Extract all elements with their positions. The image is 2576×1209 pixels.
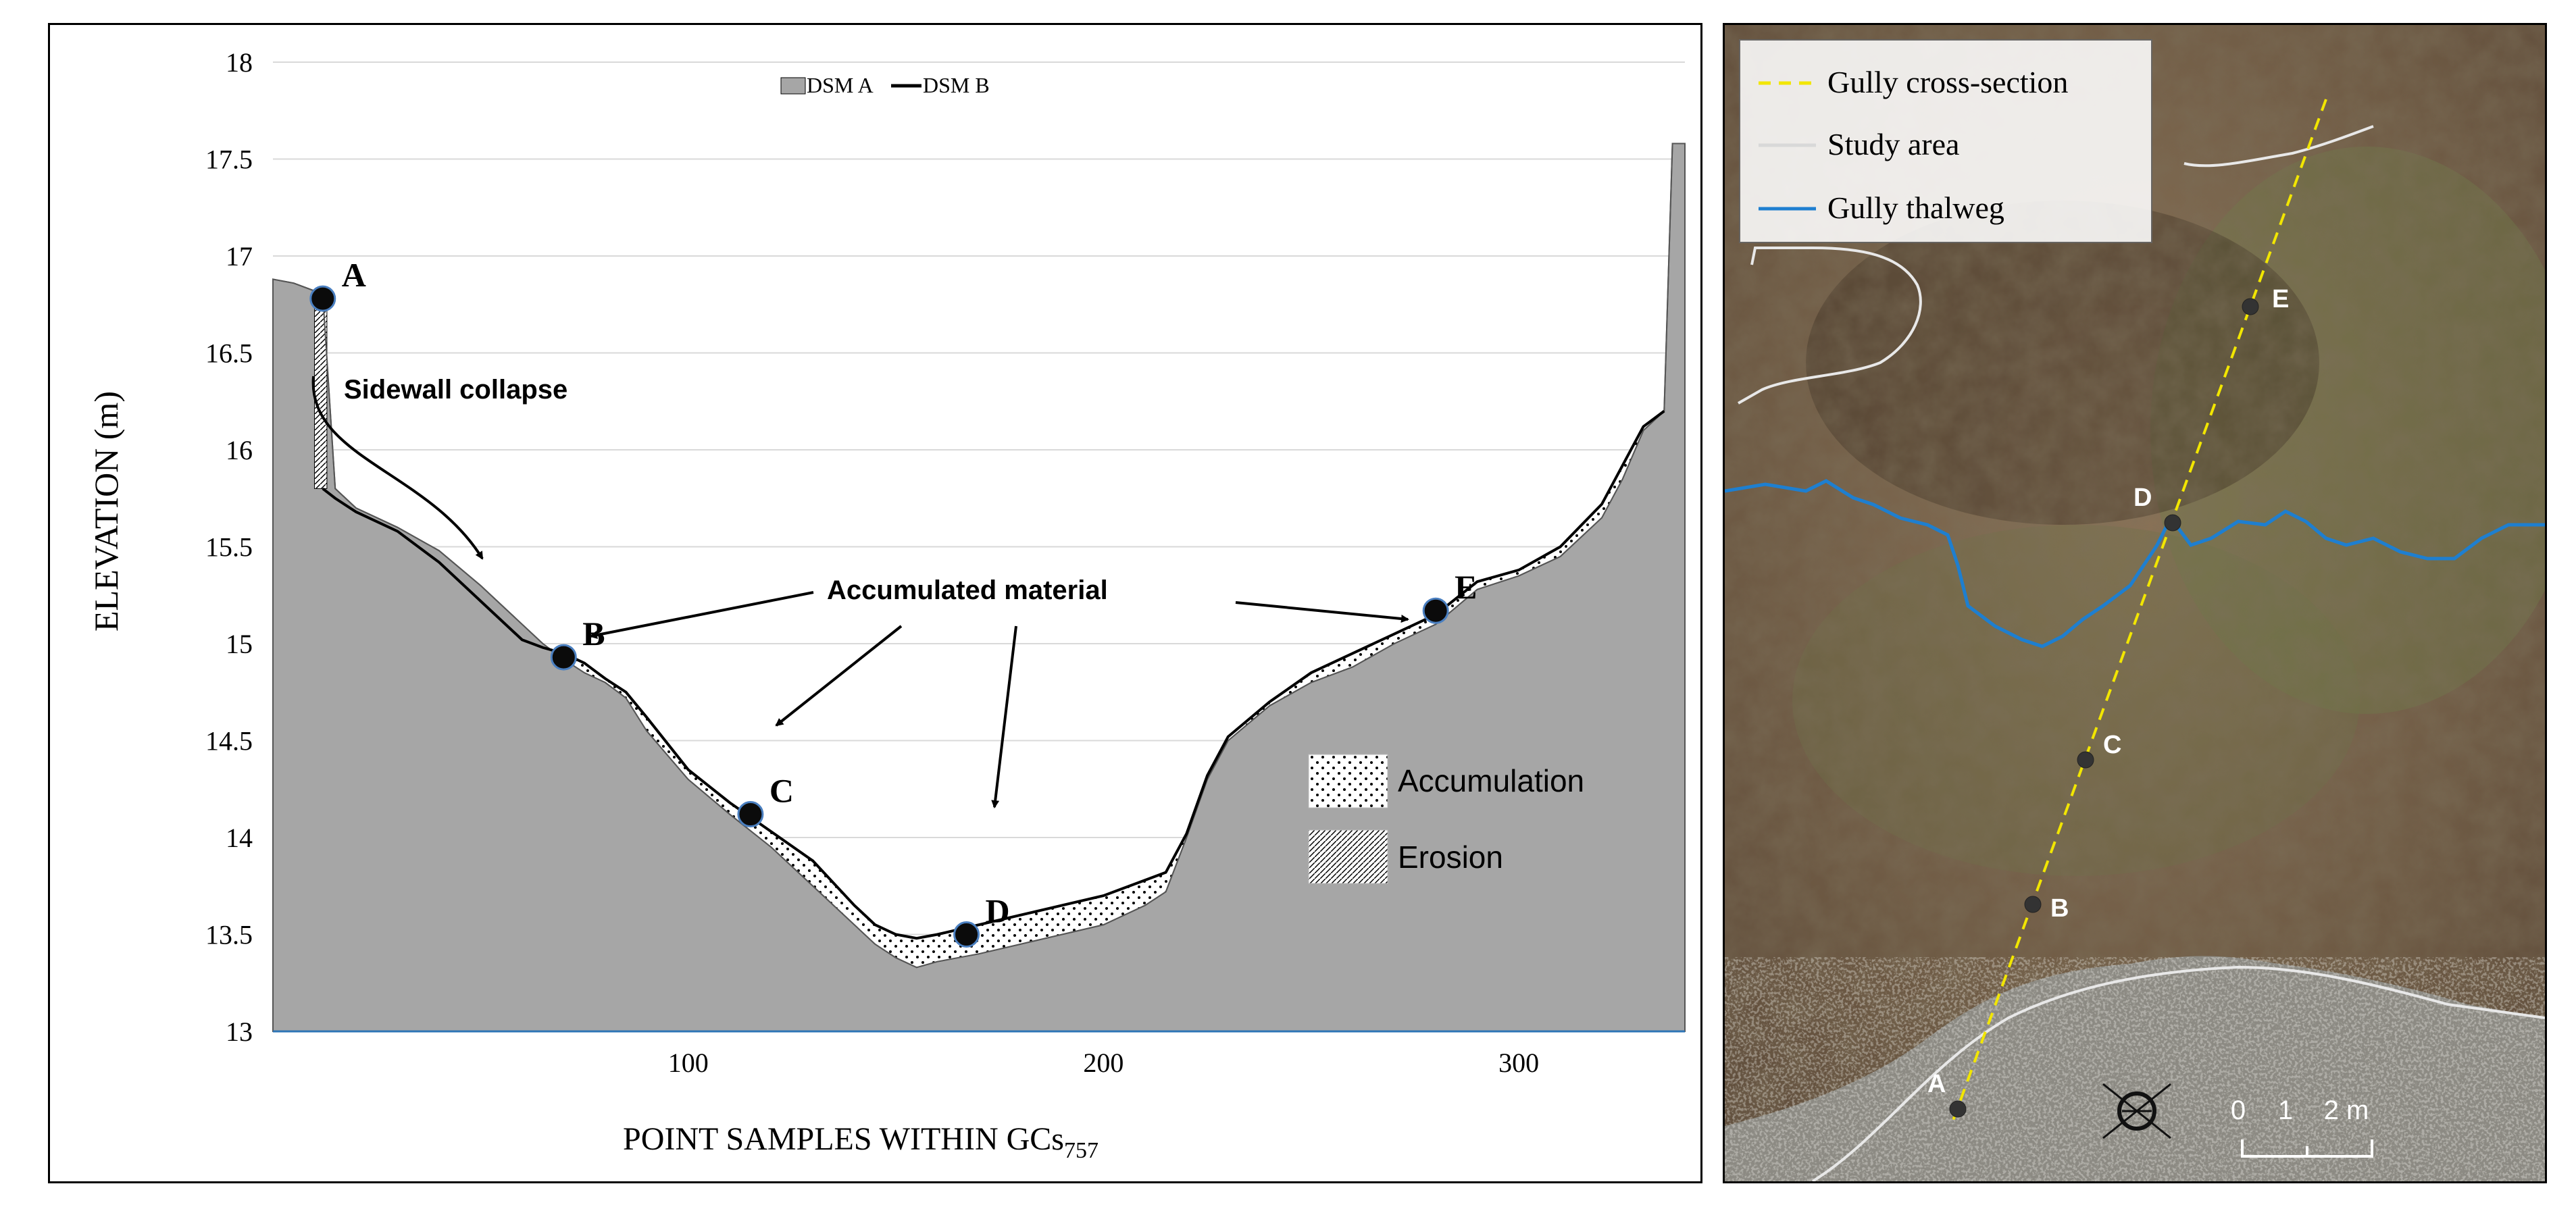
arrow-to-c [775,625,903,727]
sample-point-d [953,921,980,948]
map-point-b-label: B [2050,894,2069,923]
x-tick-label: 100 [668,1048,709,1078]
map-point-e-label: E [2272,285,2289,313]
y-axis-label: ELEVATION (m) [87,391,125,632]
accumulation-label: Accumulation [1398,763,1584,798]
y-tick-label: 14.5 [205,726,253,756]
annotations: Sidewall collapse Accumulated material [311,375,1409,808]
map-point-e [2242,298,2259,315]
sample-point-c [737,801,764,828]
x-axis-ticks: 100 200 300 [668,1048,1539,1078]
x-axis-label: POINT SAMPLES WITHIN GCs757 [623,1121,1098,1163]
thalweg-line [1725,479,2545,648]
sample-point-label-c: C [769,772,794,810]
x-tick-label: 300 [1498,1048,1539,1078]
map-point-d [2164,514,2181,532]
chart-canvas: 13 13.5 14 14.5 15 15.5 16 16.5 17 17.5 18 100 200 3… [87,47,1686,1163]
map-point-a-label: A [1927,1070,1946,1098]
sample-point-label-d: D [986,892,1010,930]
study-area-outline [1811,965,2545,1181]
legend-study-area-label: Study area [1827,127,1959,161]
y-tick-label: 15.5 [205,532,253,563]
y-tick-label: 16 [226,435,253,465]
map-point-b [2024,896,2042,913]
y-tick-label: 14 [226,823,253,853]
sample-point-label-b: B [582,615,605,652]
map-canvas: A B C D E 0 1 2 m Gully cross-section [1725,25,2545,1181]
x-axis-label-subscript: 757 [1064,1138,1098,1163]
map-points: A B C D E [1927,285,2289,1118]
accumulated-material-label: Accumulated material [827,575,1108,605]
scale-label-1: 1 [2278,1096,2293,1125]
sidewall-arrow [311,376,484,560]
sample-point-e [1422,597,1449,624]
arrow-to-b [589,591,814,639]
study-area-outline [1738,247,1922,405]
sample-point-label-e: E [1455,568,1477,606]
y-tick-label: 15 [226,629,253,659]
arrow-to-e [1235,601,1409,623]
map-point-a [1949,1100,1967,1118]
map-legend: Gully cross-section Study area Gully tha… [1739,39,2152,243]
x-tick-label: 200 [1083,1048,1123,1078]
legend-thalweg-label: Gully thalweg [1827,190,2004,225]
y-axis-ticks: 13 13.5 14 14.5 15 15.5 16 16.5 17 17.5 18 [205,47,253,1047]
scale-label-0: 0 [2231,1096,2246,1125]
sample-points: A B C D E [309,256,1478,948]
chart-legend: DSM A DSM B [780,73,990,97]
scale-label-2: 2 m [2324,1096,2369,1125]
orthophoto-map: A B C D E 0 1 2 m Gully cross-section [1723,23,2547,1183]
sample-point-a [309,285,336,312]
sidewall-collapse-label: Sidewall collapse [344,375,567,405]
y-tick-label: 17.5 [205,145,253,175]
y-tick-label: 18 [226,47,253,78]
elevation-profile-chart: 13 13.5 14 14.5 15 15.5 16 16.5 17 17.5 18 100 200 3… [48,23,1702,1183]
study-area-outline [2183,125,2374,168]
legend-cross-section-label: Gully cross-section [1827,65,2068,99]
erosion-label: Erosion [1398,840,1503,875]
y-tick-label: 16.5 [205,338,253,369]
accumulation-swatch [1308,754,1388,808]
scale-bar: 0 1 2 m [2231,1096,2373,1158]
y-tick-label: 17 [226,241,253,272]
legend-dsm-b-label: DSM B [923,73,990,97]
sample-point-label-a: A [342,256,366,294]
legend-dsm-a-swatch [780,77,806,95]
dsm-a-outline [272,143,1686,1032]
map-point-d-label: D [2133,484,2152,512]
map-point-c [2077,751,2094,769]
arrow-to-d [991,625,1017,808]
sample-point-b [550,644,577,671]
map-point-c-label: C [2103,731,2121,759]
y-tick-label: 13.5 [205,920,253,950]
y-tick-label: 13 [226,1017,253,1047]
plateau-speckle [1725,957,2545,1181]
north-arrow-icon [2102,1083,2171,1139]
erosion-swatch [1308,829,1388,884]
x-axis-label-main: POINT SAMPLES WITHIN GCs [623,1121,1064,1157]
pattern-legend: Accumulation Erosion [1308,754,1584,884]
legend-dsm-a-label: DSM A [807,73,874,97]
